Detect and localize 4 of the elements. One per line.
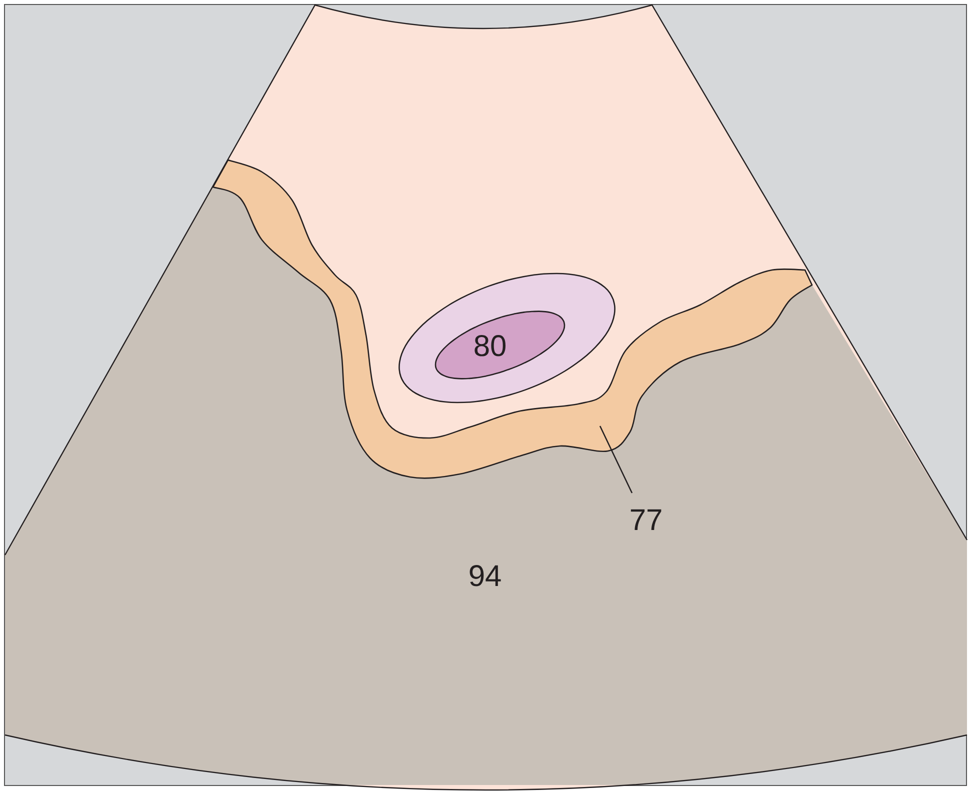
value-label: 80 bbox=[473, 332, 507, 362]
value-label: 77 bbox=[629, 506, 663, 536]
value-label: 94 bbox=[468, 562, 502, 592]
leader-line bbox=[599, 426, 633, 494]
